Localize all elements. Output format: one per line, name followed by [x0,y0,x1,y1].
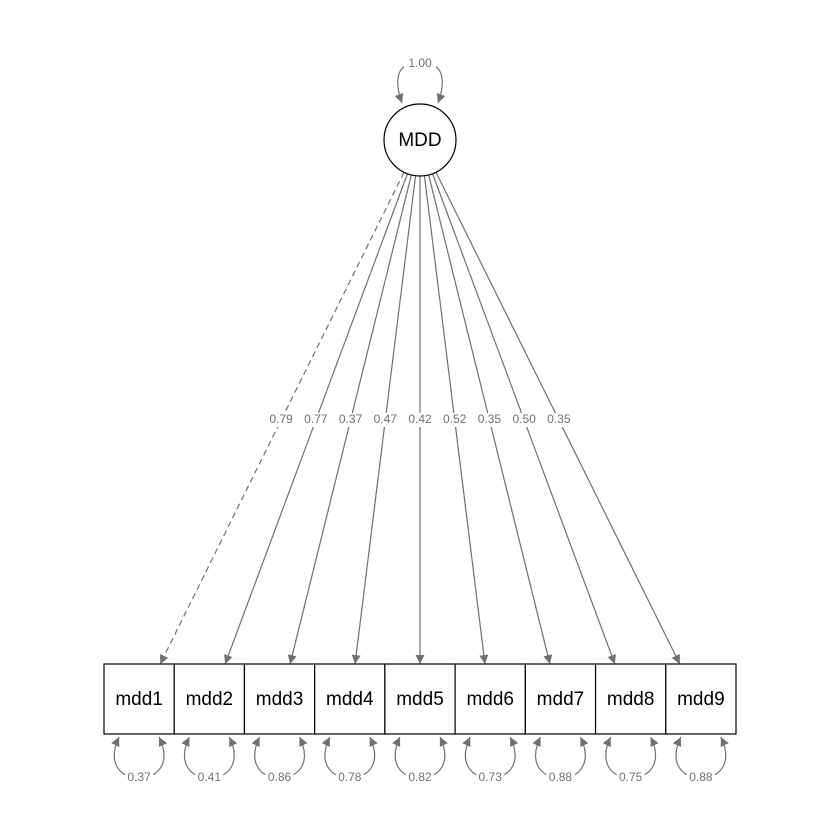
loading-label-bg [335,413,366,427]
residual-label-bg [476,771,505,785]
loading-label-bg [405,413,435,427]
latent-node-label: MDD [398,130,441,151]
latent-node-mdd [383,103,457,177]
loading-label-mdd4: 0.47 [374,412,398,426]
residual-label-bg [406,771,434,785]
loading-label-bg [543,413,574,427]
residual-label-bg [546,771,575,785]
indicator-label-mdd5: mdd5 [396,689,444,710]
residual-label-bg [125,771,154,785]
loading-label-mdd5: 0.42 [408,412,432,426]
loading-label-mdd7: 0.35 [478,412,502,426]
residual-label-mdd2: 0.41 [198,770,222,784]
indicator-label-mdd4: mdd4 [326,689,374,710]
residual-label-mdd6: 0.73 [479,770,503,784]
indicator-label-mdd9: mdd9 [677,689,725,710]
indicator-node-mdd9 [665,663,737,735]
loading-label-bg [370,413,401,427]
loading-label-bg [509,413,540,427]
residual-label-bg [195,771,224,785]
residual-label-mdd5: 0.82 [408,770,432,784]
loading-label-mdd9: 0.35 [547,412,571,426]
residual-label-bg [335,771,364,785]
loading-label-mdd3: 0.37 [339,412,363,426]
residual-label-mdd9: 0.88 [689,770,713,784]
loading-label-mdd2: 0.77 [304,412,328,426]
residual-label-mdd3: 0.86 [268,770,292,784]
indicator-label-mdd6: mdd6 [466,689,514,710]
loading-label-bg [266,413,297,427]
loading-label-bg [474,413,505,427]
residual-label-bg [686,771,715,785]
latent-variance-label: 1.00 [408,56,432,70]
indicator-label-mdd1: mdd1 [115,689,163,710]
residual-label-mdd1: 0.37 [127,770,151,784]
indicator-node-mdd8 [594,663,667,735]
residual-label-mdd4: 0.78 [338,770,362,784]
indicator-node-mdd6 [454,663,526,735]
indicator-label-mdd8: mdd8 [607,689,655,710]
variance-label-bg [404,57,436,71]
indicator-node-mdd3 [243,663,316,735]
indicator-label-mdd7: mdd7 [537,689,585,710]
residual-label-bg [616,771,645,785]
loading-label-bg [439,413,470,427]
loading-label-mdd6: 0.52 [443,412,467,426]
indicator-node-mdd7 [524,663,597,735]
residual-label-mdd7: 0.88 [549,770,573,784]
loading-label-bg [300,413,331,427]
indicator-label-mdd2: mdd2 [186,689,234,710]
residual-label-mdd8: 0.75 [619,770,643,784]
loading-label-mdd1: 0.79 [269,412,293,426]
indicator-node-mdd2 [173,663,246,735]
loading-label-mdd8: 0.50 [512,412,536,426]
indicator-node-mdd1 [103,663,175,735]
indicator-label-mdd3: mdd3 [256,689,304,710]
residual-label-bg [265,771,294,785]
